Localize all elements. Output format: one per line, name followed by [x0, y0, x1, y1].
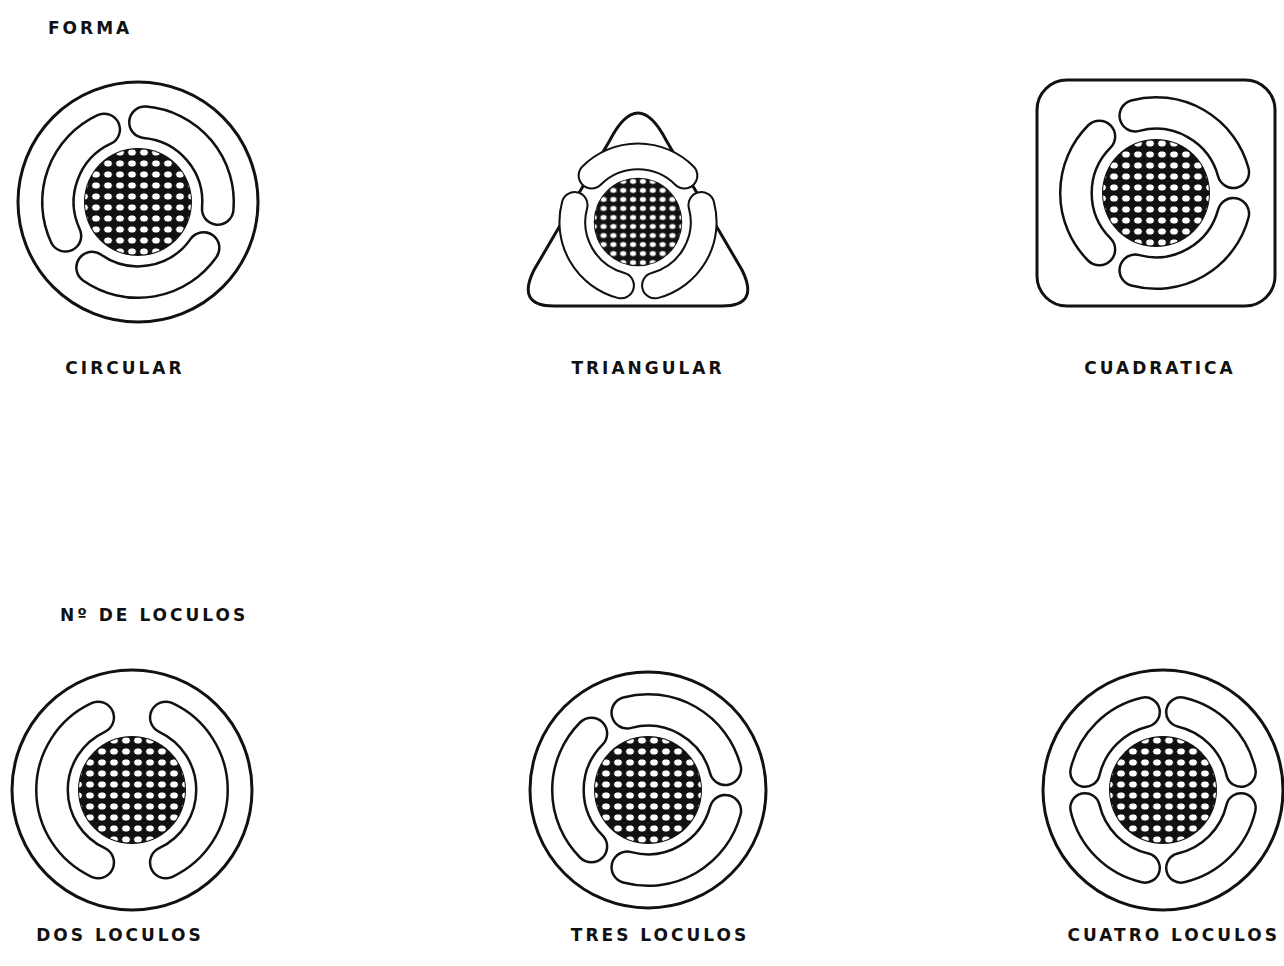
- triangular-section: [528, 113, 748, 306]
- two-locule-section: [12, 670, 252, 910]
- four-locule-section: [1043, 670, 1283, 910]
- shape-caption: CUATRO LOCULOS: [1067, 925, 1280, 945]
- shape-caption: CIRCULAR: [65, 358, 184, 378]
- shape-caption: DOS LOCULOS: [36, 925, 204, 945]
- shape-caption: CUADRATICA: [1084, 358, 1236, 378]
- section-heading: FORMA: [48, 18, 132, 38]
- shape-caption: TRIANGULAR: [571, 358, 724, 378]
- shape-caption: TRES LOCULOS: [571, 925, 749, 945]
- square-section: [1037, 80, 1275, 306]
- section-heading: Nº DE LOCULOS: [60, 605, 248, 625]
- circular-section: [18, 82, 258, 322]
- three-locule-section: [530, 672, 766, 908]
